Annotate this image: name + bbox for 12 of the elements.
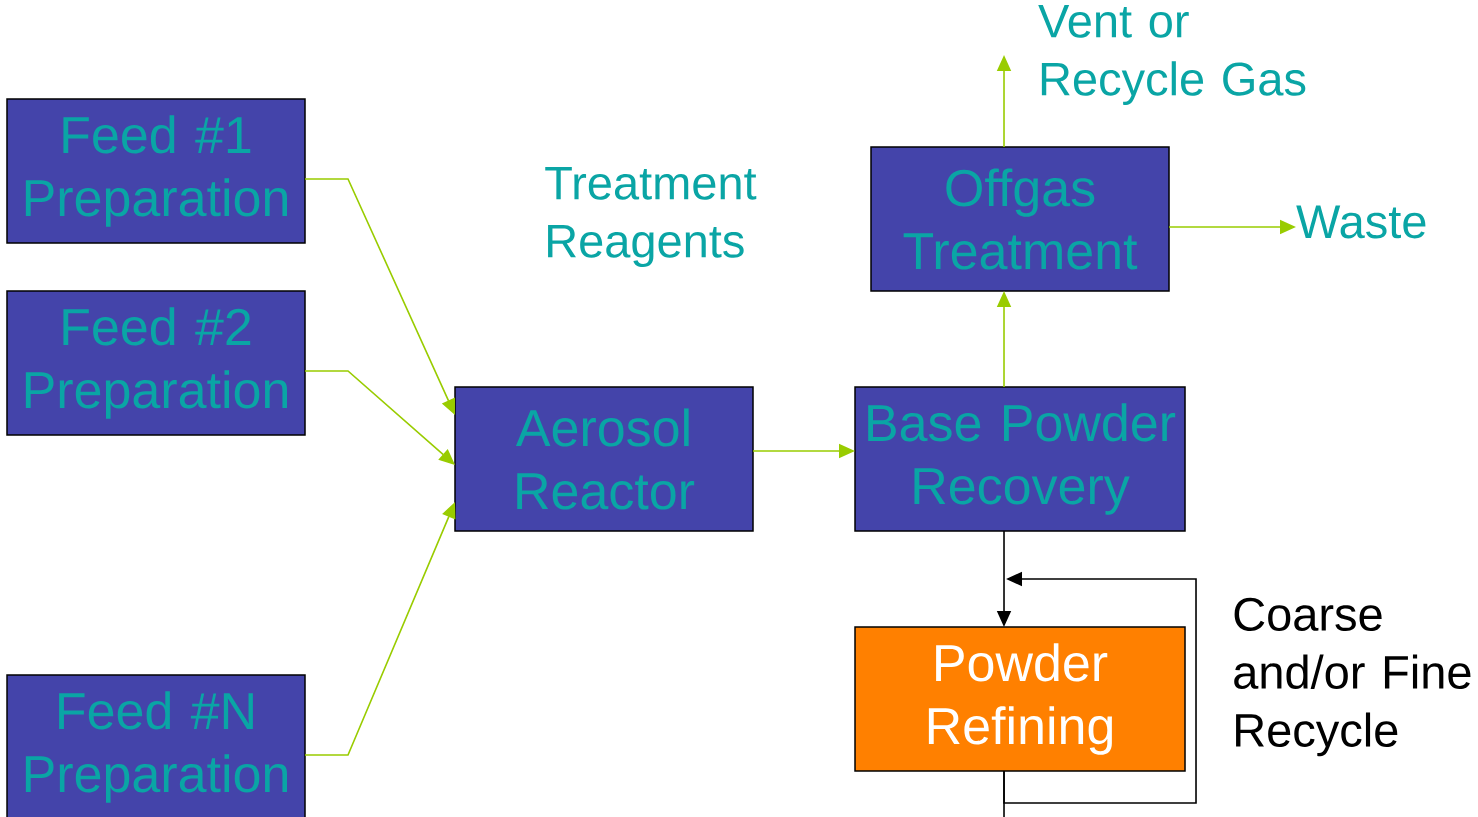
label: Coarse and/or Fine Recycle	[1234, 597, 1471, 757]
process-box: Feed #N Preparation	[6, 674, 306, 817]
process-box: Offgas Treatment	[870, 146, 1170, 292]
arrow	[304, 370, 455, 465]
process-box: Powder Refining	[854, 626, 1186, 772]
process-box: Aerosol Reactor	[454, 386, 754, 532]
process-box: Feed #1 Preparation	[6, 98, 306, 244]
label: Treatment Reagents	[545, 166, 757, 268]
flow-label: Waste	[1296, 205, 1426, 239]
process-box: Base Powder Recovery	[854, 386, 1186, 532]
flow-label: Vent or Recycle Gas	[1038, 4, 1306, 106]
process-box: Feed #2 Preparation	[6, 290, 306, 436]
